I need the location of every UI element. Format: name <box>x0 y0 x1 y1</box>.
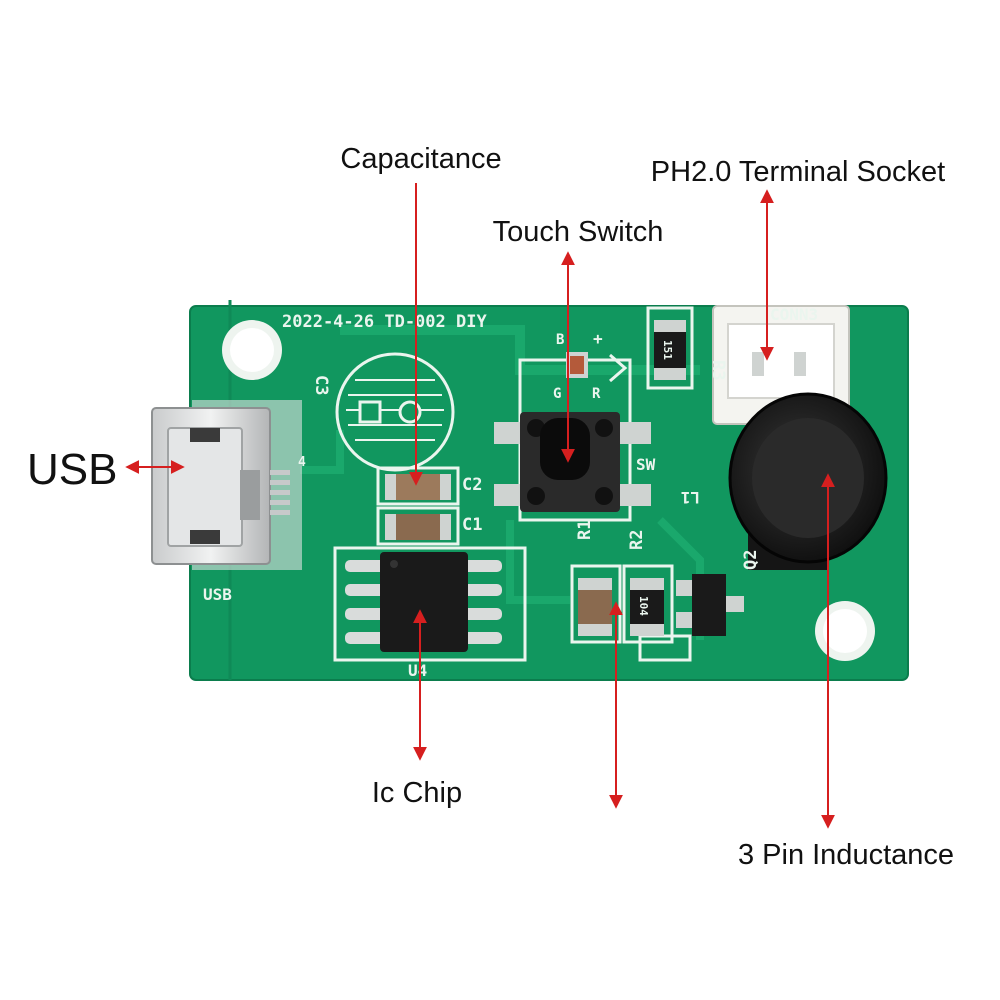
silk-plus: + <box>593 329 603 348</box>
label-ic-chip: Ic Chip <box>372 777 462 809</box>
silk-board-text: 2022-4-26 TD-002 DIY <box>282 312 487 332</box>
resistor-r3 <box>654 320 686 380</box>
silk-led-b: B <box>556 332 564 348</box>
usb-port <box>151 400 302 570</box>
silk-led-r: R <box>592 386 601 402</box>
resistor-r1 <box>578 578 612 636</box>
silk-r1: R1 <box>575 520 595 540</box>
led <box>566 352 588 378</box>
silk-resistor-104: 104 <box>637 596 650 616</box>
label-touch-switch: Touch Switch <box>493 216 664 248</box>
silk-led-g: G <box>553 386 561 402</box>
touch-switch <box>494 412 651 512</box>
silk-c3: C3 <box>311 375 331 395</box>
ic-chip-u4 <box>345 552 502 652</box>
silk-usb: USB <box>203 585 232 604</box>
silk-c1: C1 <box>462 515 482 535</box>
label-inductance: 3 Pin Inductance <box>738 839 954 871</box>
transistor-q2 <box>676 574 744 636</box>
silk-q2: Q2 <box>741 550 761 570</box>
label-usb: USB <box>27 445 117 494</box>
callout-arrows <box>125 183 835 829</box>
silk-c2: C2 <box>462 475 482 495</box>
silk-u4: U4 <box>408 661 427 680</box>
capacitor-c1 <box>385 514 451 540</box>
inductor <box>728 392 888 570</box>
silk-l1: L1 <box>681 488 700 507</box>
resistor-r2 <box>630 578 664 636</box>
capacitor-c2 <box>385 474 451 500</box>
silk-conn: CONN3 <box>770 305 818 324</box>
silk-r2: R2 <box>627 530 647 550</box>
silk-sw: SW <box>636 455 656 474</box>
silk-pin4: 4 <box>298 455 306 470</box>
label-ph-socket: PH2.0 Terminal Socket <box>651 156 945 188</box>
silk-resistor-151: 151 <box>661 340 674 360</box>
silk-r3: R3 <box>708 360 728 380</box>
label-capacitance: Capacitance <box>340 143 501 175</box>
